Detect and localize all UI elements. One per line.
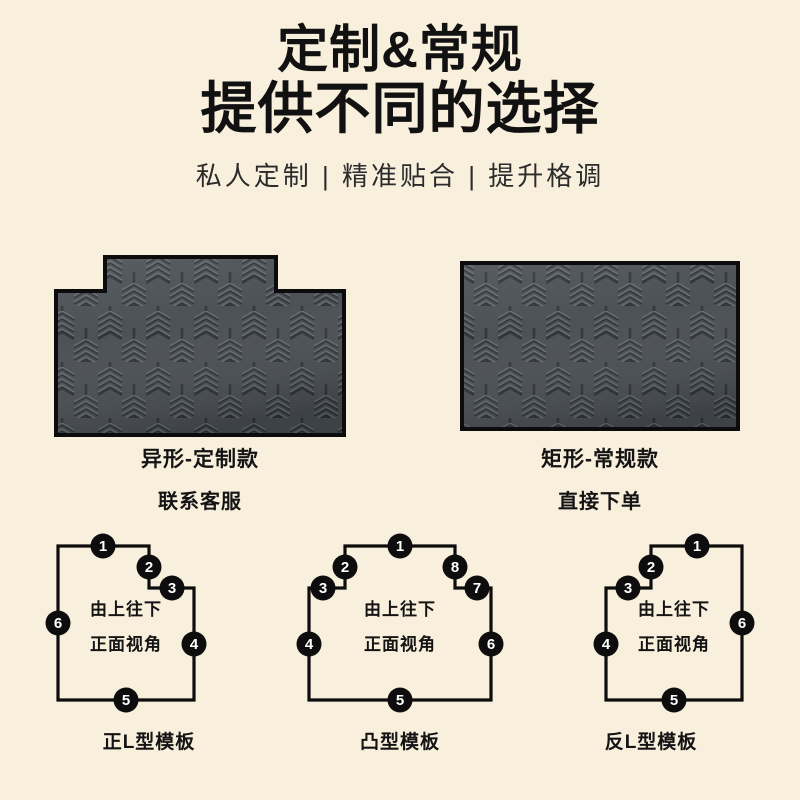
template-card-l-reversed[interactable]: 由上往下 正面视角 1 2 3 4 5 <box>528 522 774 782</box>
mat-svg-custom <box>54 255 346 437</box>
mat-surface-custom <box>58 259 342 433</box>
template-inner-text-line-2-1: 正面视角 <box>364 634 436 654</box>
template-diagrams-row: 由上往下 正面视角 1 2 3 4 5 <box>0 522 800 782</box>
svg-text:3: 3 <box>319 580 327 597</box>
page-header: 定制&常规 提供不同的选择 私人定制 | 精准贴合 | 提升格调 <box>0 0 800 193</box>
edge-badge-5: 5 <box>387 687 413 713</box>
template-caption-l-reversed: 反L型模板 <box>604 732 698 753</box>
template-card-l-normal[interactable]: 由上往下 正面视角 1 2 3 4 5 <box>26 522 272 782</box>
edge-badge-1: 1 <box>90 533 116 559</box>
edge-badge-6: 6 <box>45 610 71 636</box>
svg-text:3: 3 <box>168 580 176 597</box>
template-inner-text-line-1-0: 由上往下 <box>90 599 162 619</box>
page-title-line-1: 定制&常规 <box>277 21 523 78</box>
mat-image-regular <box>450 250 750 442</box>
svg-text:2: 2 <box>145 559 153 576</box>
mat-caption-sub-regular[interactable]: 直接下单 <box>558 491 642 513</box>
edge-badge-6: 6 <box>478 631 504 657</box>
svg-text:1: 1 <box>99 538 107 555</box>
svg-text:1: 1 <box>693 538 701 555</box>
template-inner-text-line-1-1: 由上往下 <box>364 599 436 619</box>
edge-badge-2: 2 <box>638 554 664 580</box>
svg-text:6: 6 <box>54 615 62 632</box>
svg-text:6: 6 <box>738 615 746 632</box>
svg-text:4: 4 <box>190 636 199 653</box>
edge-badge-4: 4 <box>296 631 322 657</box>
edge-badge-4: 4 <box>593 631 619 657</box>
mat-caption-main-regular: 矩形-常规款 <box>541 448 659 471</box>
mat-svg-regular <box>460 261 740 431</box>
edge-badge-3: 3 <box>310 575 336 601</box>
edge-badge-3: 3 <box>615 575 641 601</box>
mat-surface-regular <box>464 265 736 427</box>
mat-caption-main-custom: 异形-定制款 <box>141 448 259 471</box>
template-outline-l-normal <box>56 544 196 702</box>
edge-badge-3: 3 <box>159 575 185 601</box>
template-caption-convex: 凸型模板 <box>359 732 440 753</box>
svg-text:1: 1 <box>396 538 404 555</box>
svg-text:4: 4 <box>602 636 611 653</box>
template-outline-l-reversed <box>604 544 744 702</box>
edge-badge-2: 2 <box>136 554 162 580</box>
svg-text:7: 7 <box>473 580 481 597</box>
template-inner-text-line-2-2: 正面视角 <box>638 634 710 654</box>
template-inner-text-line-2-0: 正面视角 <box>90 634 162 654</box>
mat-caption-sub-custom[interactable]: 联系客服 <box>158 491 242 513</box>
svg-text:2: 2 <box>341 559 349 576</box>
svg-text:3: 3 <box>624 580 632 597</box>
template-caption-l-normal: 正L型模板 <box>102 732 196 753</box>
edge-badge-7: 7 <box>464 575 490 601</box>
edge-badge-6: 6 <box>729 610 755 636</box>
page-title-line-2: 提供不同的选择 <box>200 77 600 141</box>
svg-text:4: 4 <box>305 636 314 653</box>
template-inner-text-line-1-2: 由上往下 <box>638 599 710 619</box>
page-subtitle: 私人定制 | 精准贴合 | 提升格调 <box>195 160 605 191</box>
mat-card-regular[interactable]: 矩形-常规款 直接下单 <box>400 240 800 513</box>
edge-badge-2: 2 <box>332 554 358 580</box>
svg-text:6: 6 <box>487 636 495 653</box>
edge-badge-8: 8 <box>442 554 468 580</box>
edge-badge-5: 5 <box>113 687 139 713</box>
template-card-convex[interactable]: 由上往下 正面视角 1 2 3 4 5 <box>277 522 523 782</box>
edge-badge-4: 4 <box>181 631 207 657</box>
template-svg-l-normal: 由上往下 正面视角 1 2 3 4 5 <box>45 533 207 713</box>
mat-image-custom <box>50 250 350 442</box>
svg-text:8: 8 <box>451 559 459 576</box>
svg-text:5: 5 <box>122 692 130 709</box>
svg-text:2: 2 <box>647 559 655 576</box>
template-svg-l-reversed: 由上往下 正面视角 1 2 3 4 5 <box>593 533 755 713</box>
svg-text:5: 5 <box>396 692 404 709</box>
edge-badge-1: 1 <box>684 533 710 559</box>
mat-showcase-row: 异形-定制款 联系客服 <box>0 240 800 513</box>
edge-badge-1: 1 <box>387 533 413 559</box>
template-svg-convex: 由上往下 正面视角 1 2 3 4 5 <box>296 533 504 713</box>
edge-badge-5: 5 <box>661 687 687 713</box>
mat-card-custom[interactable]: 异形-定制款 联系客服 <box>0 240 400 513</box>
svg-text:5: 5 <box>670 692 678 709</box>
